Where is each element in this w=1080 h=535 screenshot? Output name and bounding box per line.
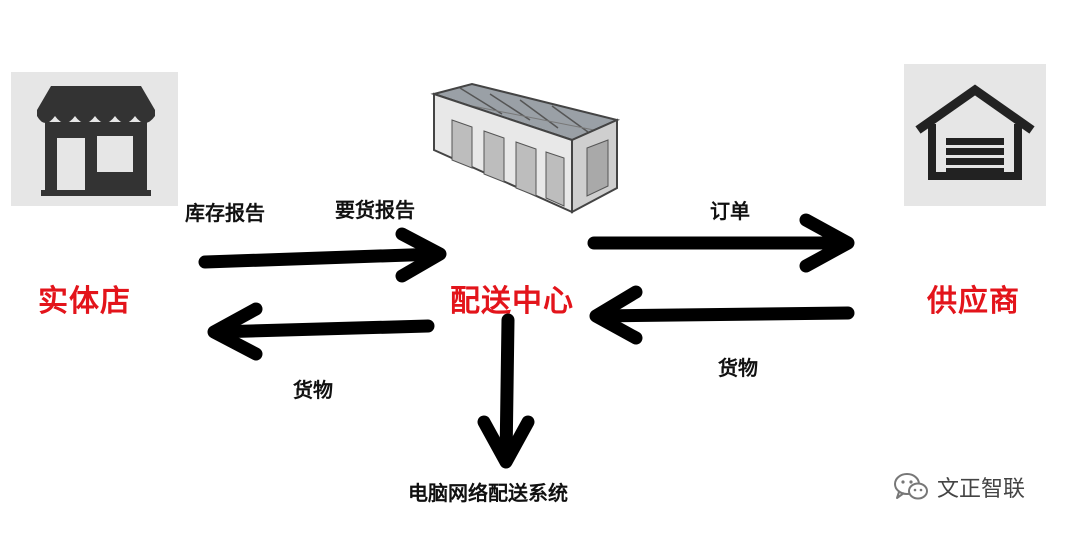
edge-goods-to-store-label: 货物	[293, 378, 333, 402]
arrow-supplier-to-center	[589, 285, 855, 345]
arrow-store-to-center	[198, 227, 447, 283]
node-store-label: 实体店	[38, 284, 131, 319]
node-supplier-label: 供应商	[927, 284, 1020, 319]
warehouse-icon	[412, 80, 624, 220]
arrow-center-to-supplier	[587, 213, 855, 273]
watermark: 文正智联	[893, 470, 1025, 504]
node-center-label: 配送中心	[450, 284, 574, 319]
garage-icon	[904, 64, 1046, 206]
arrow-center-to-system	[477, 313, 535, 469]
edge-inventory-report-label: 库存报告	[185, 201, 265, 225]
watermark-text: 文正智联	[937, 477, 1026, 502]
storefront-icon	[11, 72, 178, 206]
edge-goods-from-supplier-label: 货物	[718, 356, 758, 380]
edge-system-label: 电脑网络配送系统	[408, 481, 568, 505]
arrow-center-to-store	[207, 302, 435, 361]
edge-requisition-report-label: 要货报告	[335, 198, 415, 222]
edge-order-label: 订单	[710, 199, 750, 223]
wechat-icon	[893, 472, 929, 502]
